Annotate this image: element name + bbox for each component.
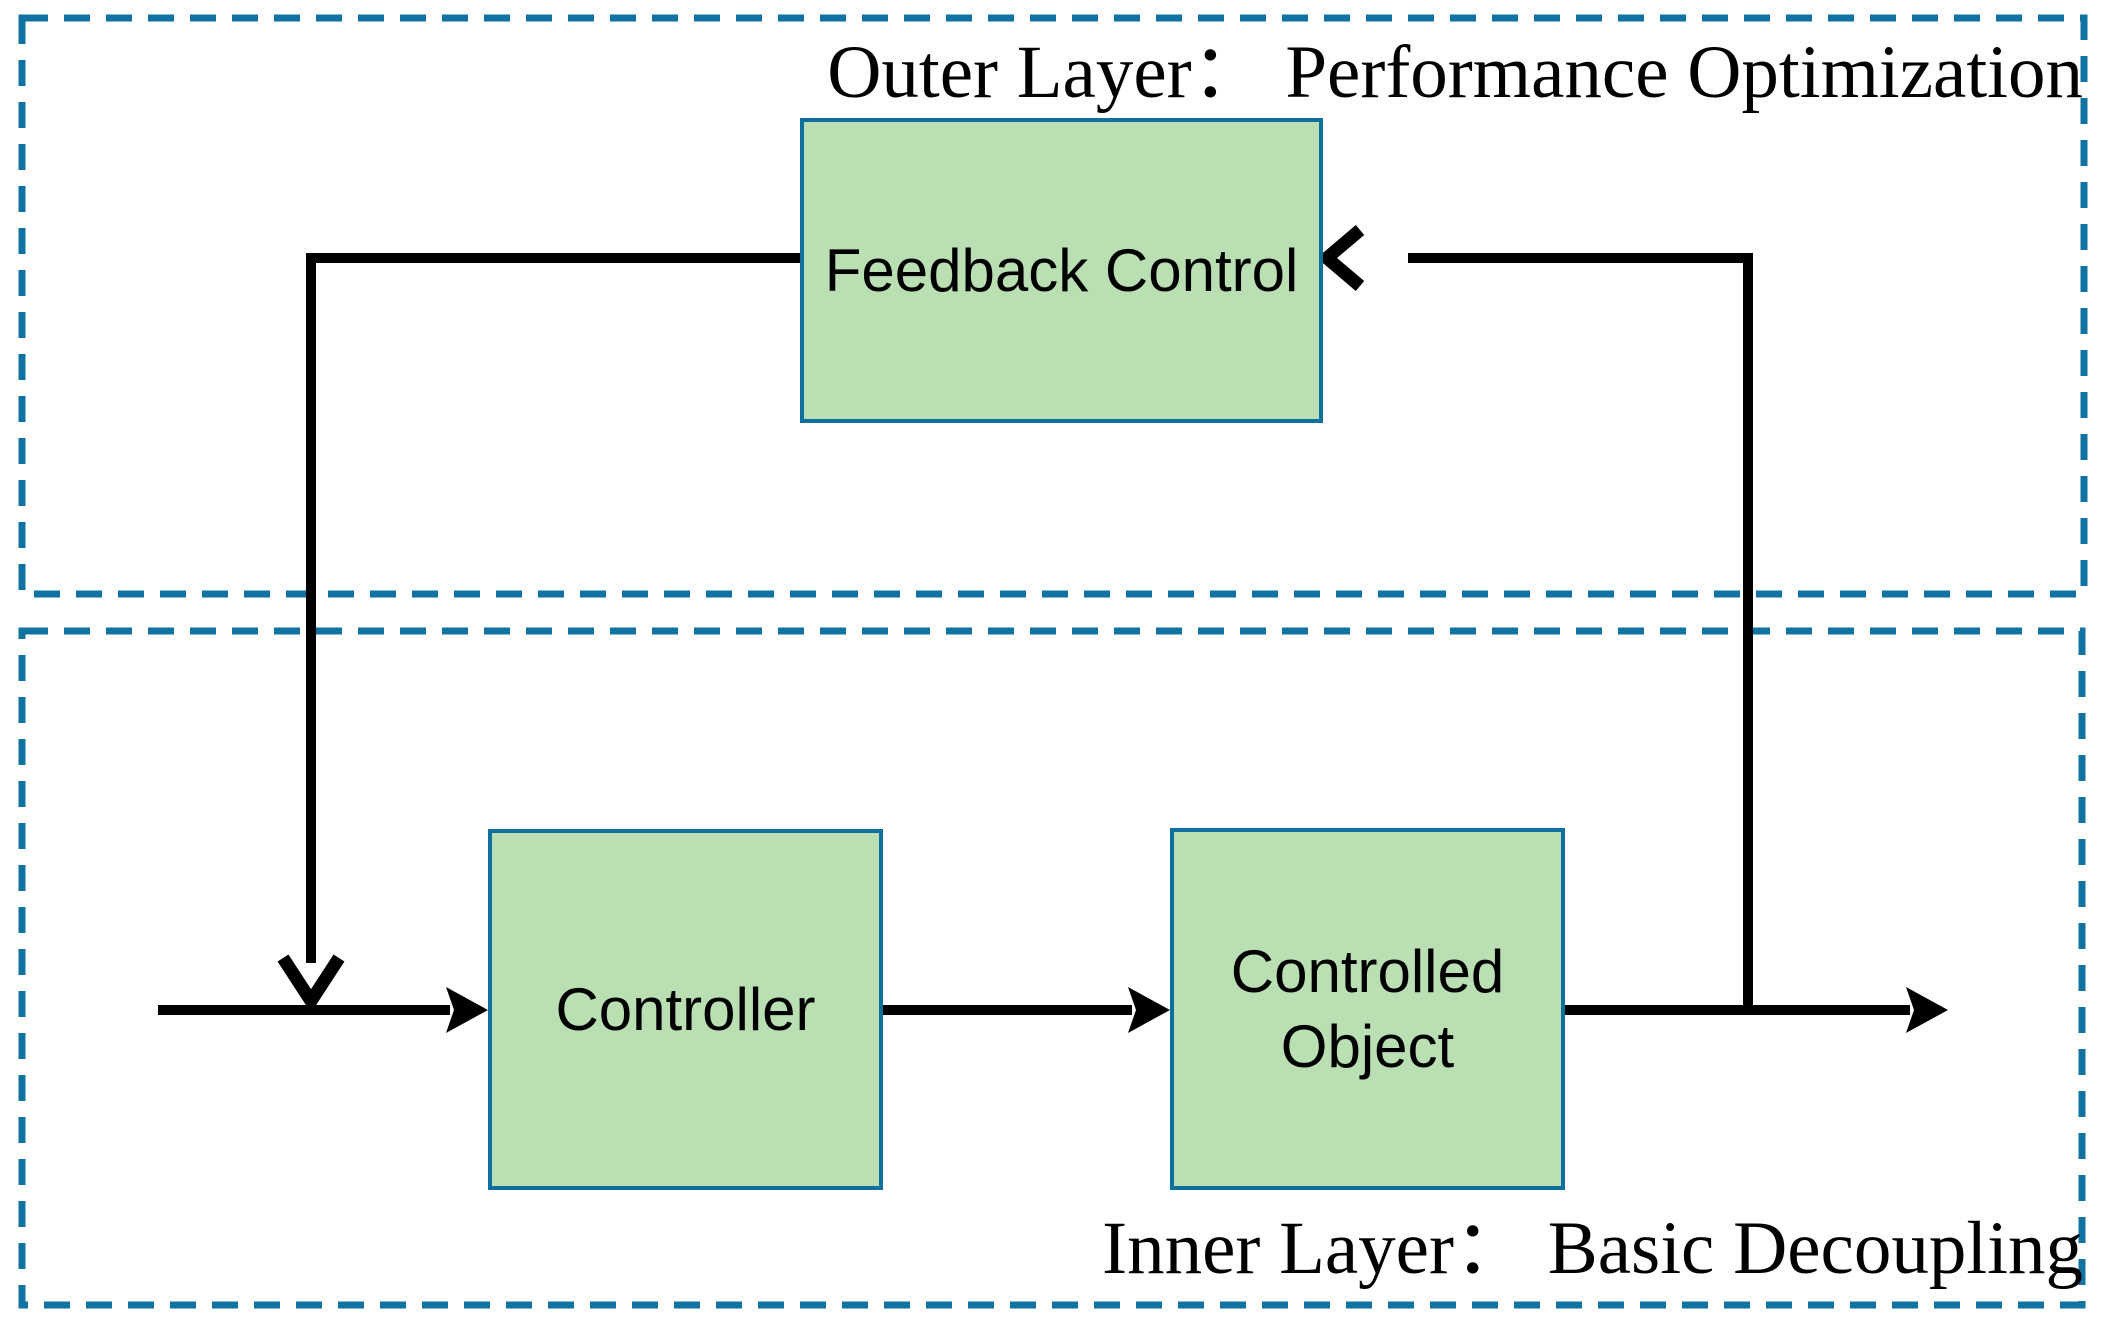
left-arrowhead (1316, 225, 1365, 291)
inner-layer-boundary (18, 627, 2086, 1309)
down-arrowhead (277, 954, 345, 1013)
inner-layer-title: Inner Layer： Basic Decoupling (1102, 1207, 2083, 1290)
input-arrowhead (446, 987, 488, 1033)
controller-label: Controller (555, 976, 816, 1043)
feedback-to-input-line (306, 253, 800, 963)
controlled-object-label: Controlled Object (1230, 938, 1505, 1080)
output-arrowhead (1906, 987, 1948, 1033)
controller-box: Controller (488, 829, 883, 1190)
outer-layer-title: Outer Layer： Performance Optimization (827, 31, 2083, 114)
feedback-control-label: Feedback Control (824, 237, 1299, 304)
output-to-feedback-line (1408, 253, 1753, 1010)
outer-layer-boundary (18, 14, 2088, 598)
feedback-control-box: Feedback Control (800, 118, 1323, 423)
controlled-object-box: Controlled Object (1170, 828, 1565, 1190)
controller-to-object-arrowhead (1128, 987, 1170, 1033)
